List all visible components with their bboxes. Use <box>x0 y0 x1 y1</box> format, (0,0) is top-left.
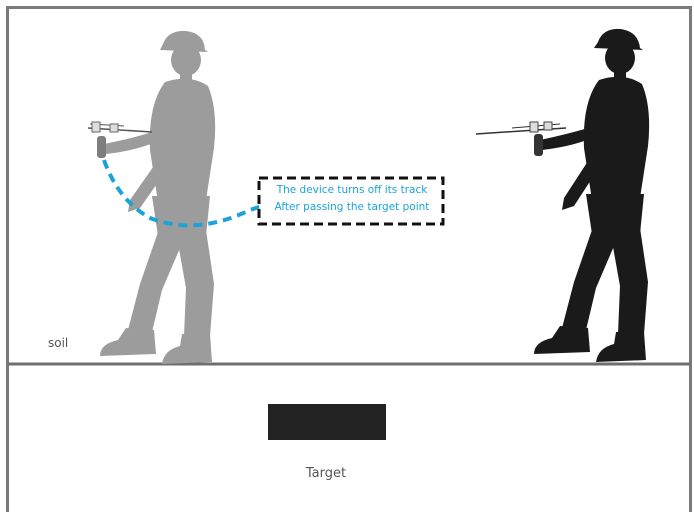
figure-after-icon <box>534 29 649 362</box>
soil-label: soil <box>48 336 68 350</box>
target-label: Target <box>296 466 356 481</box>
figure-before-icon <box>100 31 215 364</box>
target-block <box>268 404 386 440</box>
callout-text: The device turns off its track After pas… <box>262 182 442 216</box>
callout-line-2: After passing the target point <box>262 199 442 216</box>
callout-line-1: The device turns off its track <box>262 182 442 199</box>
